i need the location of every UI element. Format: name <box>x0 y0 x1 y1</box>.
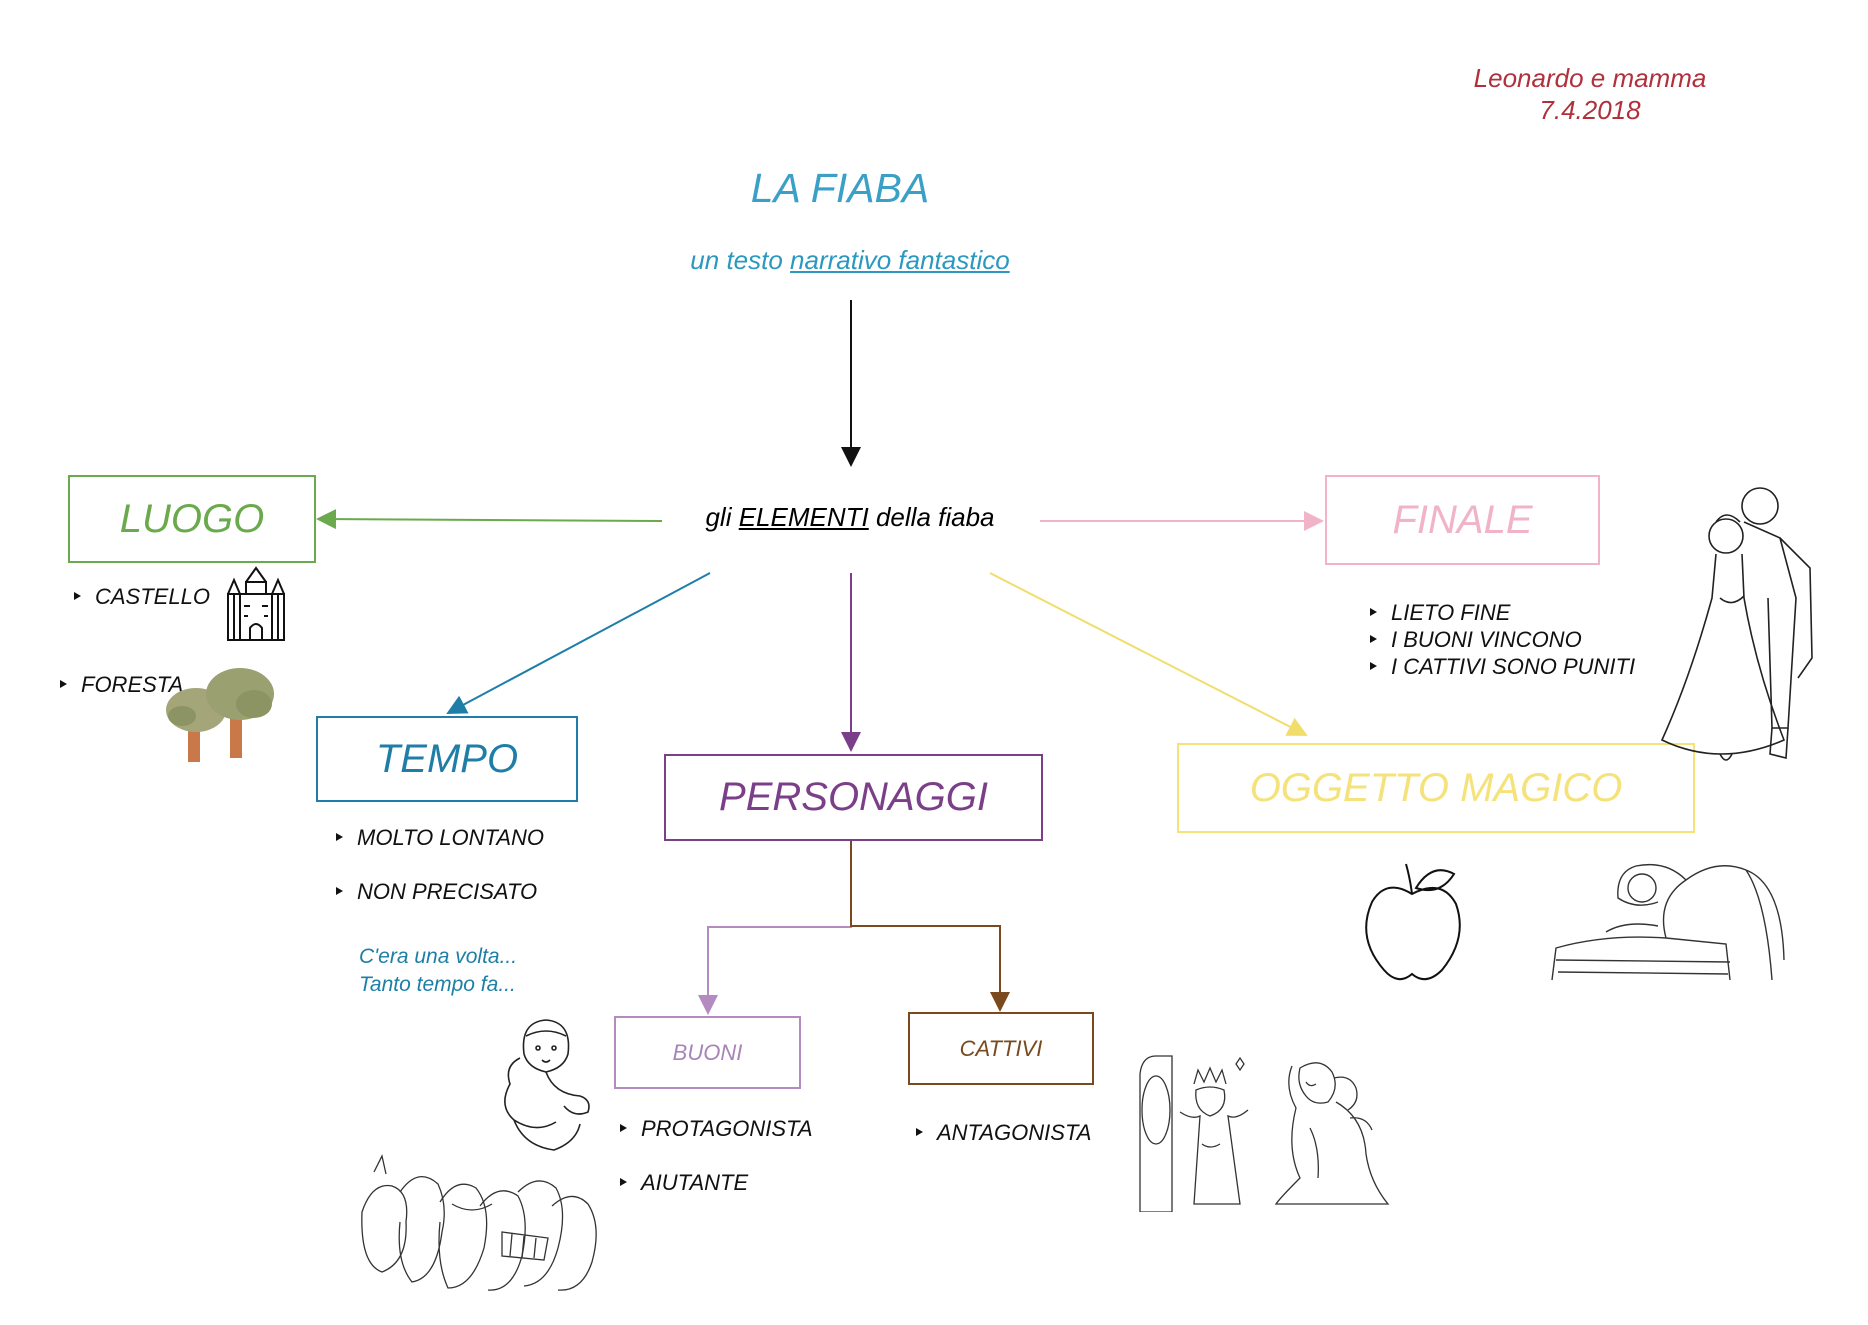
center-suffix: della fiaba <box>868 502 995 532</box>
finale-item-text: I BUONI VINCONO <box>1391 627 1582 652</box>
luogo-item-text: CASTELLO <box>95 584 210 609</box>
page-title: LA FIABA <box>750 165 930 211</box>
buoni-item-text: PROTAGONISTA <box>641 1116 813 1141</box>
cattivi-item-antagonista: ANTAGONISTA <box>916 1120 1091 1146</box>
bullet-icon <box>336 887 343 896</box>
buoni-item-text: AIUTANTE <box>641 1170 749 1195</box>
bullet-icon <box>1370 635 1377 644</box>
tempo-note: C'era una volta... Tanto tempo fa... <box>359 943 517 999</box>
arrow-to-tempo <box>446 572 711 714</box>
arrow-to-buoni <box>698 841 852 1015</box>
finale-item-cattivi-puniti: I CATTIVI SONO PUNITI <box>1370 654 1635 680</box>
bullet-icon <box>336 833 343 842</box>
bullet-icon <box>1370 662 1377 671</box>
finale-item-text: LIETO FINE <box>1391 600 1511 625</box>
finale-item-lieto-fine: LIETO FINE <box>1370 600 1510 626</box>
center-node: gli ELEMENTI della fiaba <box>640 502 1060 533</box>
buoni-item-aiutante: AIUTANTE <box>620 1170 748 1196</box>
subtitle-prefix: un testo <box>690 245 791 275</box>
node-tempo-label: TEMPO <box>375 736 519 781</box>
luogo-item-castello: CASTELLO <box>74 584 210 610</box>
bullet-icon <box>60 680 67 689</box>
apple-icon <box>1365 863 1461 981</box>
queen-mirror-icon <box>1139 1055 1249 1212</box>
node-oggetto-magico: OGGETTO MAGICO <box>1177 743 1695 833</box>
tempo-item-text: NON PRECISATO <box>357 879 538 904</box>
tempo-item-text: MOLTO LONTANO <box>357 825 545 850</box>
author-note: Leonardo e mamma 7.4.2018 <box>1400 62 1780 126</box>
bullet-icon <box>620 1178 627 1187</box>
center-underlined: ELEMENTI <box>738 502 869 532</box>
arrow-to-oggetto <box>989 572 1308 736</box>
bullet-icon <box>1370 608 1377 617</box>
node-cattivi: CATTIVI <box>908 1012 1094 1085</box>
luogo-item-text: FORESTA <box>81 672 184 697</box>
author-name: Leonardo e mamma <box>1473 63 1707 93</box>
finale-item-text: I CATTIVI SONO PUNITI <box>1391 654 1636 679</box>
tempo-note-line: C'era una volta... <box>359 945 518 968</box>
castle-icon <box>227 566 285 641</box>
author-date: 7.4.2018 <box>1539 95 1641 125</box>
node-buoni: BUONI <box>614 1016 801 1089</box>
arrow-to-luogo <box>316 509 663 530</box>
witch-icon <box>1274 1062 1390 1205</box>
node-personaggi: PERSONAGGI <box>664 754 1043 841</box>
node-finale: FINALE <box>1325 475 1600 565</box>
dwarfs-icon <box>361 1154 597 1291</box>
bullet-icon <box>916 1128 923 1137</box>
node-oggetto-label: OGGETTO MAGICO <box>1249 765 1623 810</box>
buoni-item-protagonista: PROTAGONISTA <box>620 1116 813 1142</box>
trees-icon <box>166 668 274 762</box>
finale-item-buoni-vincono: I BUONI VINCONO <box>1370 627 1582 653</box>
node-finale-label: FINALE <box>1392 497 1533 542</box>
snow-white-icon <box>504 1019 590 1151</box>
luogo-item-foresta: FORESTA <box>60 672 183 698</box>
bullet-icon <box>74 592 81 601</box>
center-prefix: gli <box>705 502 739 532</box>
bullet-icon <box>620 1124 627 1133</box>
node-luogo-label: LUOGO <box>119 496 265 541</box>
tempo-item-non-precisato: NON PRECISATO <box>336 879 537 905</box>
page-subtitle: un testo narrativo fantastico <box>560 245 1140 276</box>
prince-couple-icon <box>1660 487 1813 761</box>
cattivi-item-text: ANTAGONISTA <box>937 1120 1092 1145</box>
kiss-icon <box>1551 863 1785 981</box>
arrow-to-cattivi <box>850 841 1010 1012</box>
subtitle-underlined: narrativo fantastico <box>790 245 1010 275</box>
node-buoni-label: BUONI <box>672 1039 743 1065</box>
node-luogo: LUOGO <box>68 475 316 563</box>
tempo-item-molto-lontano: MOLTO LONTANO <box>336 825 544 851</box>
node-tempo: TEMPO <box>316 716 578 802</box>
tempo-note-line: Tanto tempo fa... <box>359 973 516 996</box>
node-personaggi-label: PERSONAGGI <box>719 775 988 819</box>
node-cattivi-label: CATTIVI <box>959 1035 1043 1061</box>
